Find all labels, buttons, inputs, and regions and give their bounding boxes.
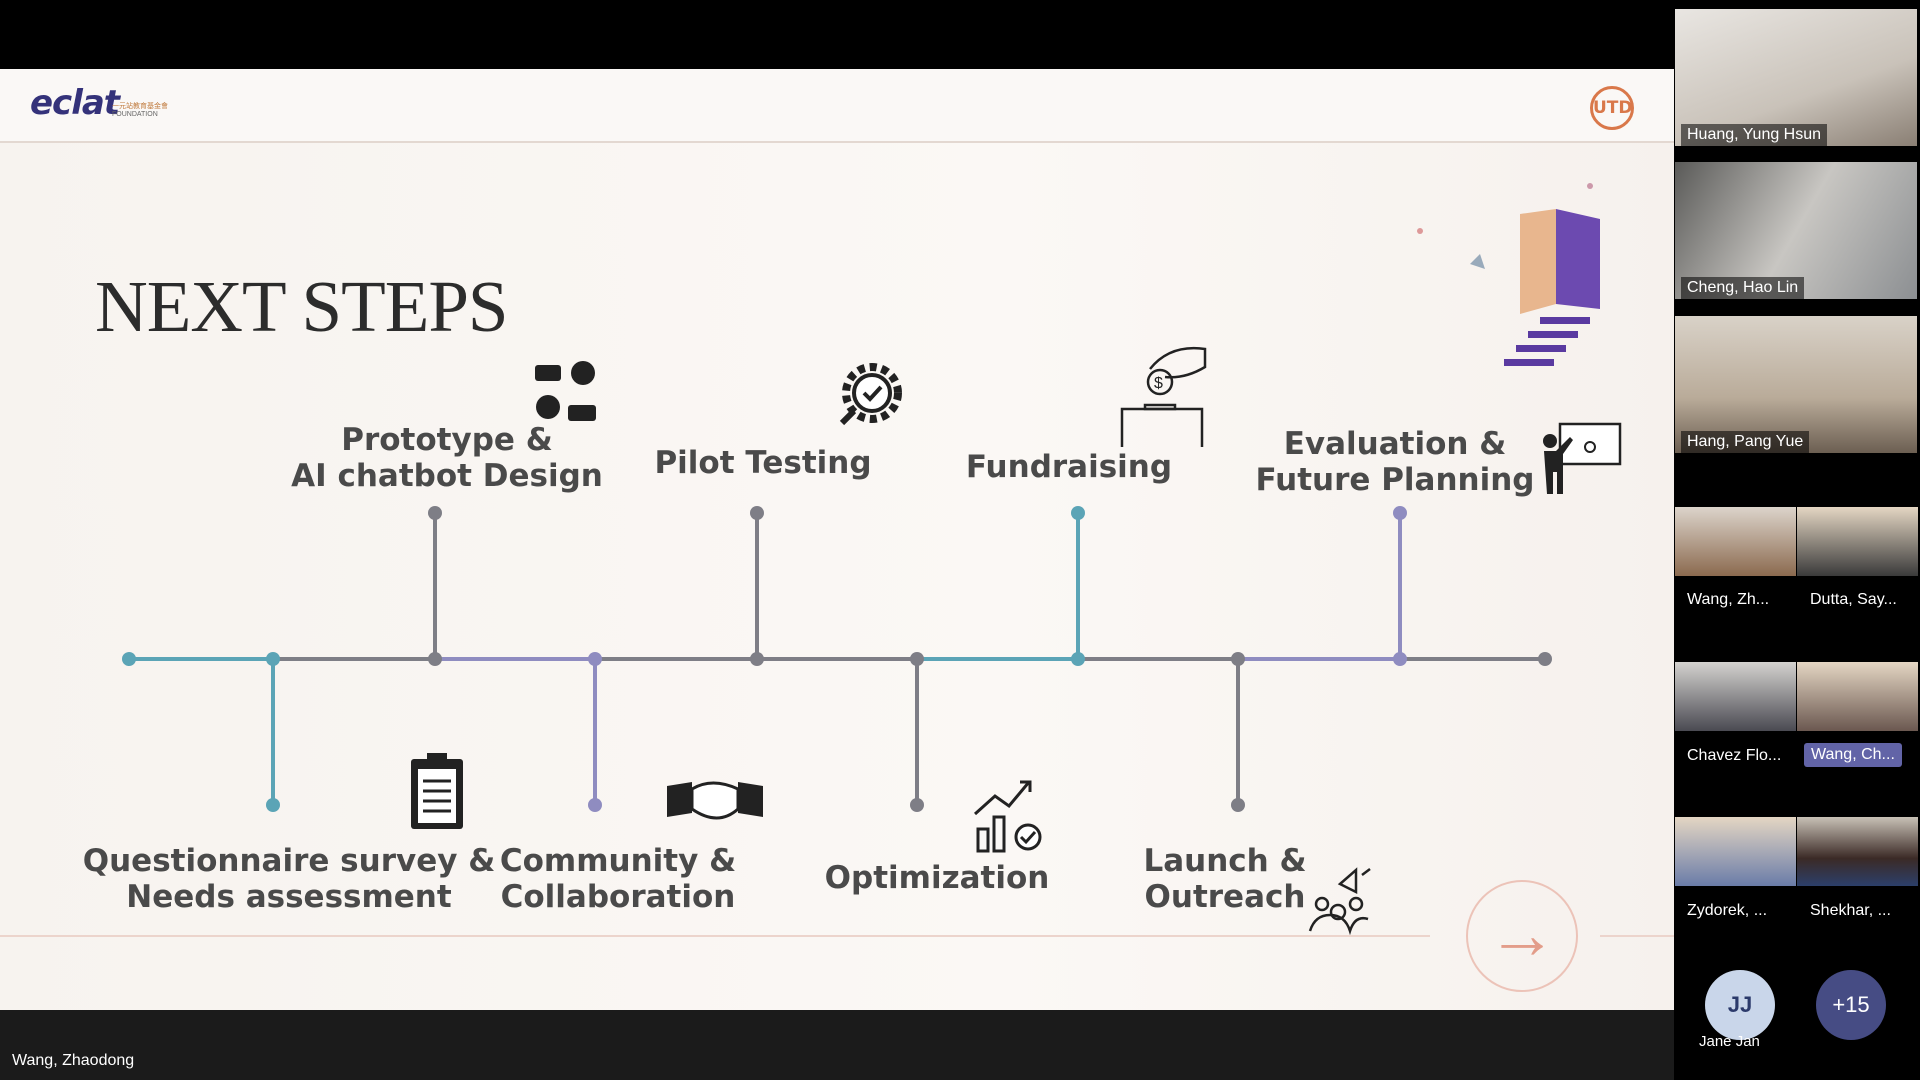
logo-foundation: FOUNDATION [112, 111, 158, 118]
more-participants-button[interactable]: +15 [1816, 970, 1886, 1040]
step-fundraising: Fundraising [965, 449, 1173, 485]
video-tile[interactable] [1797, 817, 1918, 886]
clipboard-icon [411, 753, 463, 829]
participant-name: Wang, Zh... [1687, 591, 1770, 608]
participant-name-active-speaker: Wang, Ch... [1804, 743, 1902, 767]
door-stairs-illustration [1417, 183, 1600, 366]
step-pilot-testing: Pilot Testing [654, 445, 872, 481]
video-tile[interactable]: Cheng, Hao Lin [1675, 162, 1917, 299]
donation-icon: $ [1120, 347, 1207, 447]
avatar[interactable]: JJ [1705, 970, 1775, 1040]
step-prototype: Prototype &AI chatbot Design [291, 422, 603, 494]
divider [0, 935, 1430, 937]
slide-title: NEXT STEPS [95, 266, 509, 347]
timeline-nodes [122, 506, 1552, 812]
video-tile[interactable] [1675, 507, 1796, 576]
step-evaluation: Evaluation &Future Planning [1255, 426, 1535, 498]
participant-name: Chavez Flo... [1687, 747, 1782, 764]
next-arrow-button[interactable]: → [1466, 880, 1578, 992]
eclat-logo: eclat [30, 83, 120, 123]
megaphone-group-icon [1308, 867, 1371, 936]
step-questionnaire: Questionnaire survey &Needs assessment [82, 843, 496, 915]
timeline: $ [122, 183, 1622, 936]
chatbot-icon [535, 361, 596, 421]
participant-name: Dutta, Say... [1810, 591, 1897, 608]
presenter-name: Wang, Zhaodong [12, 1052, 135, 1069]
logo-chinese: 一元站教育基金會 [112, 103, 168, 110]
participant-name: Jane Jan [1699, 1033, 1760, 1050]
step-community: Community &Collaboration [499, 843, 737, 915]
video-tile[interactable] [1675, 817, 1796, 886]
presenter-bar [0, 1010, 1674, 1080]
video-tile[interactable] [1797, 507, 1918, 576]
participant-name: Zydorek, ... [1687, 902, 1768, 919]
handshake-icon [667, 781, 763, 820]
video-tile[interactable] [1675, 662, 1796, 731]
step-launch: Launch &Outreach [1143, 843, 1307, 915]
video-tile[interactable] [1797, 662, 1918, 731]
timeline-end-dot [1538, 652, 1552, 666]
presenter-board-icon [1543, 422, 1622, 494]
svg-text:$: $ [1154, 375, 1163, 392]
growth-chart-icon [973, 780, 1042, 853]
utd-logo: UTD [1590, 86, 1634, 130]
participant-name: Shekhar, ... [1810, 902, 1891, 919]
gear-check-icon [839, 363, 902, 426]
timeline-start-dot [122, 652, 136, 666]
step-optimization: Optimization [824, 860, 1050, 896]
divider [1600, 935, 1674, 937]
video-tile[interactable]: Huang, Yung Hsun [1675, 9, 1917, 146]
video-tile[interactable]: Hang, Pang Yue [1675, 316, 1917, 453]
